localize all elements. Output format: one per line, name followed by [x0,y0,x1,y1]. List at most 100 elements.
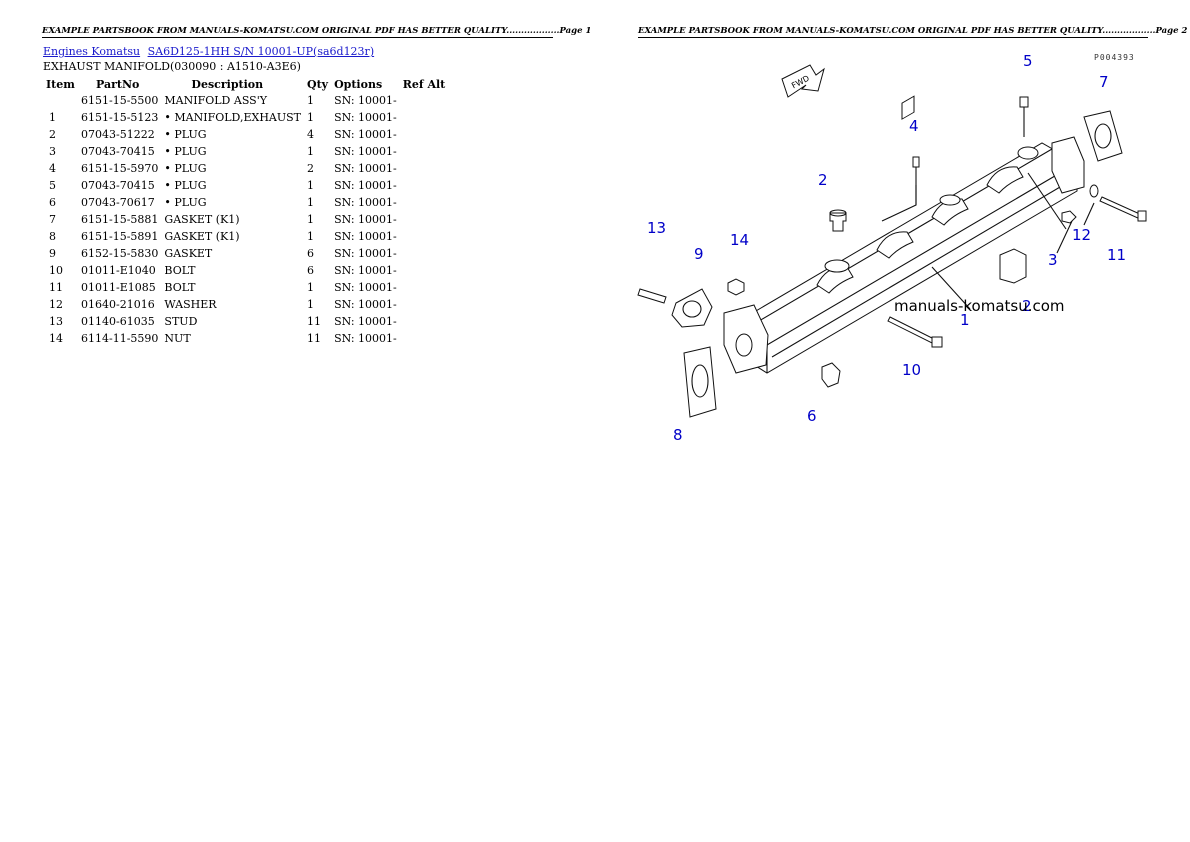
cell-item: 9 [49,247,56,260]
col-item-header: Item [46,78,75,91]
breadcrumb-link-model[interactable]: SA6D125-1HH S/N 10001-UP(sa6d123r) [147,45,375,58]
cell-partno: 6151-15-5123 [81,111,159,124]
cell-item: 2 [49,128,56,141]
exploded-parts-diagram: P004393 FWD [637,52,1147,444]
cell-item: 7 [49,213,56,226]
fwd-arrow-icon: FWD [781,64,825,98]
cell-partno: 07043-70415 [81,145,155,158]
cell-partno: 01011-E1085 [81,281,156,294]
gasket-8-icon [683,346,717,418]
cell-item: 14 [49,332,63,345]
cell-item [43,92,78,109]
cell-partno: 6151-15-5881 [81,213,159,226]
cell-refalt [400,160,449,177]
cell-description: GASKET (K1) [164,230,240,243]
cell-partno: 6151-15-5500 [81,94,159,107]
cell-refalt [400,279,449,296]
breadcrumb-link-engines[interactable]: Engines Komatsu [43,45,141,58]
cell-qty: 1 [307,298,315,311]
breadcrumb: Engines Komatsu SA6D125-1HH S/N 10001-UP… [43,45,378,58]
cell-qty: 2 [307,162,315,175]
cell-description: • PLUG [164,196,207,209]
cell-partno: 07043-70415 [81,179,155,192]
cell-description: STUD [164,315,198,328]
col-qty-header: Qty [307,78,329,91]
cell-item: 5 [49,179,56,192]
cell-description: • PLUG [164,179,207,192]
table-row: 4 6151-15-5970 • PLUG 2 SN: 10001- [43,160,448,177]
cell-item: 4 [49,162,56,175]
cell-item: 11 [49,281,63,294]
callout-5: 5 [1023,52,1033,70]
callout-12: 12 [1072,226,1091,244]
cell-item: 3 [49,145,56,158]
callout-7: 7 [1099,73,1109,91]
cell-item: 8 [49,230,56,243]
nut-14-icon [727,278,745,296]
gasket-9-icon [671,288,713,328]
manifold-body [723,95,1085,374]
cell-qty: 11 [307,315,322,328]
cell-partno: 6114-11-5590 [81,332,159,345]
cell-refalt [400,245,449,262]
bolt-11-icon [1099,196,1147,222]
cell-partno: 6152-15-5830 [81,247,159,260]
callout-14: 14 [730,231,749,249]
cell-options: SN: 10001- [334,162,397,175]
cell-qty: 11 [307,332,322,345]
cell-options: SN: 10001- [334,281,397,294]
plug-6-icon [821,362,841,388]
cell-options: SN: 10001- [334,264,397,277]
cell-qty: 1 [307,281,315,294]
cell-description: NUT [164,332,191,345]
washer-12-icon [1089,184,1099,198]
cell-description: MANIFOLD ASS'Y [164,94,267,107]
cell-refalt [400,143,449,160]
cell-refalt [400,330,449,347]
stud-13-icon [637,288,667,304]
callout-6: 6 [807,407,817,425]
cell-options: SN: 10001- [334,196,397,209]
cell-qty: 6 [307,264,315,277]
plug-2-icon [829,209,847,232]
col-options-header: Options [334,78,383,91]
plug-4-icon [881,156,920,222]
gasket-7-icon [1083,110,1123,162]
cell-qty: 1 [307,94,315,107]
table-row: 14 6114-11-5590 NUT 11 SN: 10001- [43,330,448,347]
cell-item: 1 [49,111,56,124]
cell-options: SN: 10001- [334,230,397,243]
cell-refalt [400,262,449,279]
plug-3-icon [1061,210,1077,224]
cell-qty: 1 [307,196,315,209]
cell-refalt [400,228,449,245]
section-title: EXHAUST MANIFOLD(030090 : A1510-A3E6) [43,60,301,73]
col-refalt-header: Ref Alt [402,78,446,91]
table-row: 1 6151-15-5123 • MANIFOLD,EXHAUST 1 SN: 1000… [43,109,448,126]
callout-8: 8 [673,426,683,444]
cell-qty: 1 [307,230,315,243]
cell-qty: 1 [307,111,315,124]
cell-description: • MANIFOLD,EXHAUST [164,111,302,124]
col-description-header: Description [191,78,264,91]
page-header-right: EXAMPLE PARTSBOOK FROM MANUALS-KOMATSU.C… [638,26,1188,38]
cell-options: SN: 10001- [334,332,397,345]
cell-options: SN: 10001- [334,128,397,141]
cell-partno: 6151-15-5970 [81,162,159,175]
cell-description: • PLUG [164,162,207,175]
plug-5-icon [1019,96,1029,137]
callout-11: 11 [1107,246,1126,264]
cell-description: GASKET [164,247,213,260]
cell-options: SN: 10001- [334,111,397,124]
cell-refalt [400,126,449,143]
cell-item: 12 [49,298,63,311]
callout-13: 13 [647,219,666,237]
callout-9: 9 [694,245,704,263]
